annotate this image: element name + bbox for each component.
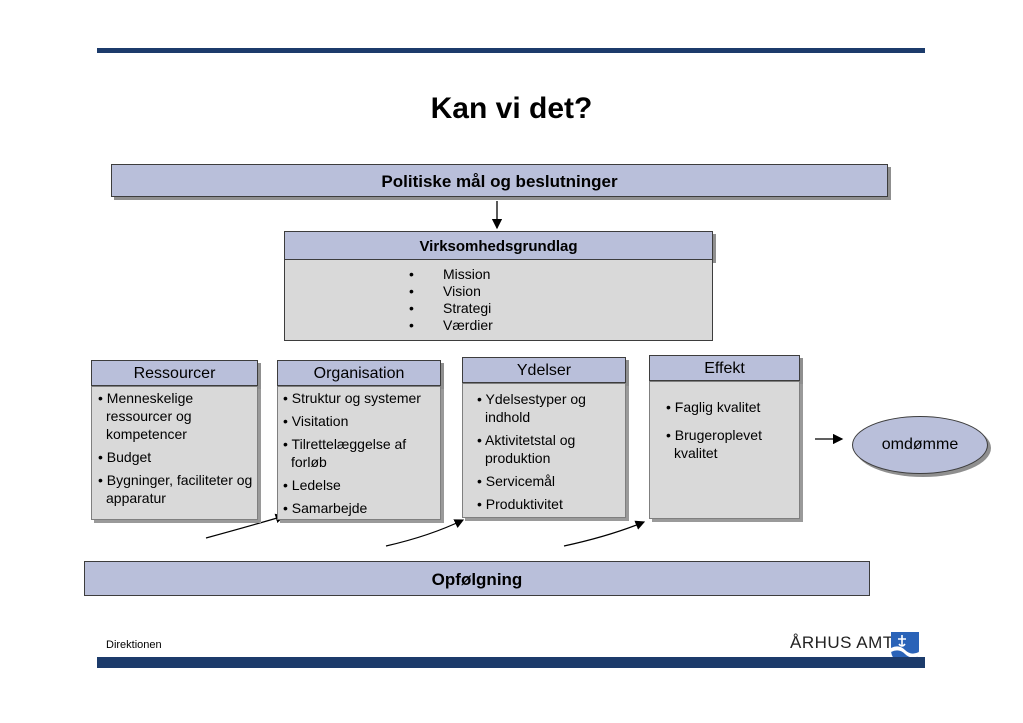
outcome-oval: omdømme (852, 416, 988, 474)
column-item: Budget (96, 448, 253, 466)
footer-label: Direktionen (106, 639, 162, 651)
column-item: Produktivitet (475, 495, 617, 513)
column-item: Bygninger, faciliteter og apparatur (96, 471, 253, 507)
shield-logo-icon (891, 632, 919, 665)
foundation-item: Strategi (409, 300, 712, 317)
column-body-ydelser: Ydelsestyper og indhold Aktivitetstal og… (462, 383, 626, 518)
politics-box: Politiske mål og beslutninger (111, 164, 888, 197)
column-header-ressourcer: Ressourcer (91, 360, 258, 386)
foundation-item: Værdier (409, 317, 712, 334)
column-item: Faglig kvalitet (664, 398, 793, 416)
column-body-effekt: Faglig kvalitet Brugeroplevet kvalitet (649, 381, 800, 519)
column-header-ydelser: Ydelser (462, 357, 626, 383)
column-item: Aktivitetstal og produktion (475, 431, 617, 467)
column-item: Brugeroplevet kvalitet (664, 426, 793, 462)
column-body-organisation: Struktur og systemer Visitation Tilrette… (277, 386, 441, 520)
column-item: Samarbejde (281, 499, 437, 517)
page-title: Kan vi det? (430, 92, 593, 125)
column-item: Ledelse (281, 476, 437, 494)
column-header-organisation: Organisation (277, 360, 441, 386)
column-item: Visitation (281, 412, 437, 430)
column-item: Struktur og systemer (281, 389, 437, 407)
column-header-effekt: Effekt (649, 355, 800, 381)
followup-box: Opfølgning (84, 561, 870, 596)
foundation-header: Virksomhedsgrundlag (284, 231, 713, 260)
top-rule (97, 48, 925, 53)
column-item: Menneskelige ressourcer og kompetencer (96, 389, 253, 443)
arrow-curve-3 (563, 520, 646, 547)
column-item: Servicemål (475, 472, 617, 490)
foundation-item: Vision (409, 283, 712, 300)
foundation-body: Mission Vision Strategi Værdier (284, 260, 713, 341)
bottom-rule (97, 657, 925, 668)
column-item: Tilrettelæggelse af forløb (281, 435, 437, 471)
arrow-curve-2 (385, 519, 465, 547)
column-item: Ydelsestyper og indhold (475, 390, 617, 426)
column-body-ressourcer: Menneskelige ressourcer og kompetencer B… (91, 386, 258, 520)
logo-text: ÅRHUS AMT (790, 633, 894, 652)
foundation-item: Mission (409, 266, 712, 283)
